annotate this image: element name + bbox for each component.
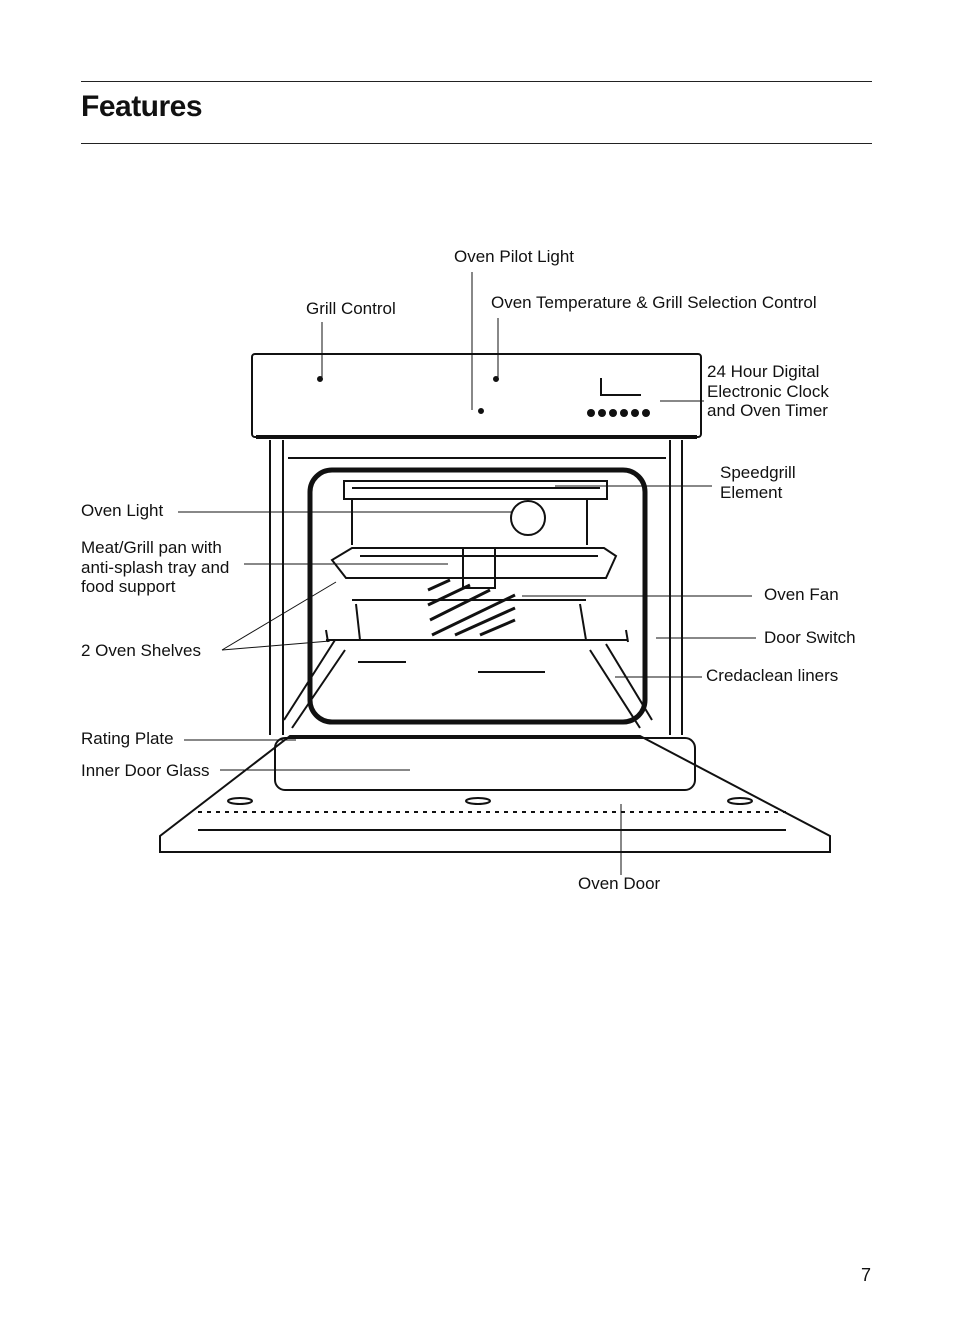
oven-frame [269, 440, 683, 735]
label-oven-pilot-light: Oven Pilot Light [454, 247, 575, 266]
top-rule [81, 81, 872, 82]
label-oven-fan: Oven Fan [764, 585, 839, 604]
label-oven-shelves: 2 Oven Shelves [81, 641, 202, 660]
oven-temp-knob [493, 376, 499, 382]
pilot-light-dot [478, 408, 484, 414]
grill-pan-handle [462, 547, 496, 589]
grill-pan [330, 547, 618, 579]
fan-hatching [427, 578, 516, 637]
clock-display [600, 378, 641, 396]
title-rule [81, 143, 872, 144]
clock-buttons [587, 409, 650, 417]
label-oven-door: Oven Door [578, 874, 661, 893]
leader-lines [178, 272, 756, 875]
oven-shelf-lower [325, 629, 629, 643]
label-speedgrill: Speedgrill Element [720, 463, 796, 502]
label-credaclean-liners: Credaclean liners [706, 666, 839, 685]
oven-shelf-upper [352, 599, 587, 641]
label-oven-temp-control: Oven Temperature & Grill Selection Contr… [491, 293, 817, 312]
page-title: Features [81, 90, 203, 123]
grill-control-knob [317, 376, 323, 382]
label-door-switch: Door Switch [764, 628, 856, 647]
label-inner-door-glass: Inner Door Glass [81, 761, 210, 780]
label-rating-plate: Rating Plate [81, 729, 174, 748]
label-clock-timer: 24 Hour Digital Electronic Clock and Ove… [707, 362, 829, 420]
page-number: 7 [860, 1265, 871, 1285]
oven-light [510, 500, 546, 536]
inner-door-glass [274, 737, 696, 791]
oven-door [159, 735, 831, 853]
label-meat-grill-pan: Meat/Grill pan with anti-splash tray and… [81, 538, 230, 596]
label-oven-light: Oven Light [81, 501, 164, 520]
label-grill-control: Grill Control [306, 299, 396, 318]
speedgrill-element [343, 480, 608, 500]
